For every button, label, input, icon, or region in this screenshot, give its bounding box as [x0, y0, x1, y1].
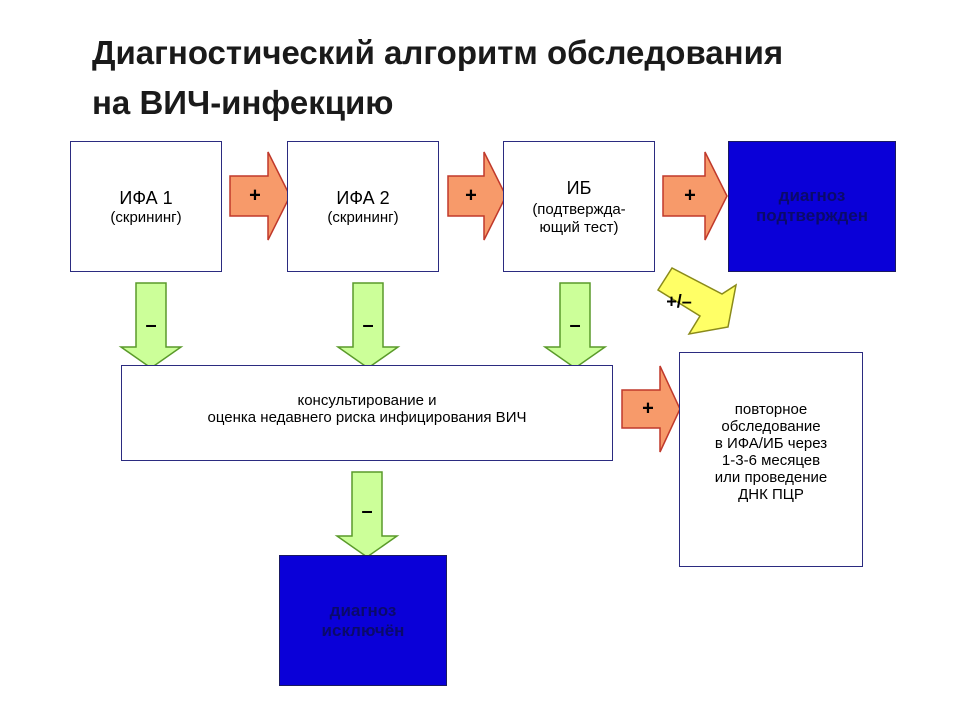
box-ib: ИБ (подтвержда- ющий тест) — [503, 141, 655, 272]
arrow-counsel-to-retest — [621, 365, 681, 453]
title-line-2: на ВИЧ-инфекцию — [92, 84, 394, 121]
page-title: Диагностический алгоритм обследования на… — [92, 28, 912, 128]
confirmed-line-2: подтвержден — [756, 206, 868, 225]
arrow-ib-uncertain — [656, 267, 738, 336]
box-retest: повторное обследование в ИФА/ИБ через 1-… — [679, 352, 863, 567]
label-minus-ifa2: – — [362, 314, 374, 337]
label-minus-ifa1: – — [145, 314, 157, 337]
label-plus-counsel-retest: + — [642, 397, 654, 420]
confirmed-line-1: диагноз — [778, 186, 846, 205]
box-diagnosis-excluded: диагноз исключён — [279, 555, 447, 686]
box-counseling: консультирование и оценка недавнего риск… — [121, 365, 613, 461]
arrow-ifa1-negative — [118, 282, 184, 369]
arrow-ifa2-to-ib — [447, 151, 507, 241]
retest-line-3: в ИФА/ИБ через — [714, 435, 828, 452]
retest-line-2: обследование — [721, 418, 821, 435]
counsel-line-1: консультирование и — [297, 392, 437, 409]
ib-title: ИБ — [566, 177, 592, 198]
box-ifa2: ИФА 2 (скрининг) — [287, 141, 439, 272]
box-diagnosis-confirmed: диагноз подтвержден — [728, 141, 896, 272]
label-plus-minus-uncertain: +/– — [666, 291, 692, 312]
ifa2-subtitle: (скрининг) — [327, 208, 399, 226]
ifa1-subtitle: (скрининг) — [110, 208, 182, 226]
counsel-line-2: оценка недавнего риска инфицирования ВИЧ — [207, 409, 527, 426]
arrow-ib-to-confirmed — [662, 151, 728, 241]
retest-line-1: повторное — [734, 401, 808, 418]
label-minus-counsel: – — [361, 500, 373, 523]
label-plus-ifa2-ib: + — [465, 184, 477, 207]
ib-subtitle-1: (подтвержда- — [532, 200, 626, 218]
ifa1-title: ИФА 1 — [119, 187, 173, 208]
excluded-line-2: исключён — [321, 620, 405, 640]
ib-subtitle-2: ющий тест) — [539, 218, 619, 236]
arrow-ifa1-to-ifa2 — [229, 151, 291, 241]
arrow-ib-negative — [542, 282, 608, 369]
label-plus-ib-confirmed: + — [684, 184, 696, 207]
ifa2-title: ИФА 2 — [336, 187, 390, 208]
arrow-ifa2-negative — [335, 282, 401, 369]
title-line-1: Диагностический алгоритм обследования — [92, 34, 784, 71]
retest-line-5: или проведение — [714, 469, 828, 486]
excluded-line-1: диагноз — [329, 600, 397, 620]
label-minus-ib: – — [569, 314, 581, 337]
retest-line-4: 1-3-6 месяцев — [721, 452, 821, 469]
arrow-counsel-negative — [334, 471, 400, 558]
box-ifa1: ИФА 1 (скрининг) — [70, 141, 222, 272]
retest-line-6: ДНК ПЦР — [738, 486, 804, 503]
label-plus-ifa1-ifa2: + — [249, 184, 261, 207]
